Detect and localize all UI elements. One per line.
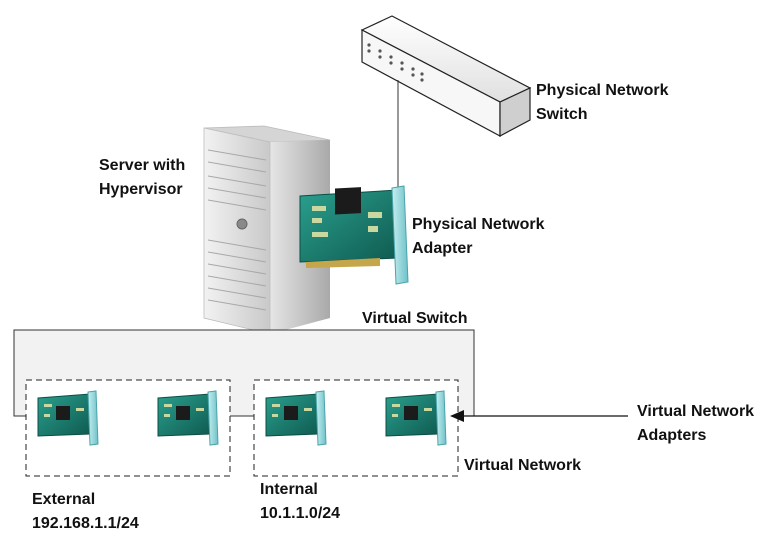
adapters-arrow-icon xyxy=(450,410,628,422)
virtual-adapter-card-icon xyxy=(265,390,327,446)
physical-adapter-label: Physical Network Adapter xyxy=(412,216,545,257)
physical-switch-label: Physical Network Switch xyxy=(536,82,669,123)
virtual-adapter-card-icon xyxy=(37,390,99,446)
physical-adapter-card-icon xyxy=(299,185,409,285)
virtual-network-label: Virtual Network xyxy=(464,457,582,474)
virtual-adapter-card-icon xyxy=(385,390,447,446)
server-label: Server with Hypervisor xyxy=(99,157,186,198)
virtual-adapters-label: Virtual Network Adapters xyxy=(637,403,755,444)
internal-network-label: Internal 10.1.1.0/24 xyxy=(260,481,341,522)
virtual-adapter-card-icon xyxy=(157,390,219,446)
virtual-switch-label: Virtual Switch xyxy=(362,310,468,327)
physical-switch-icon xyxy=(360,15,532,138)
external-network-label: External 192.168.1.1/24 xyxy=(32,491,139,532)
